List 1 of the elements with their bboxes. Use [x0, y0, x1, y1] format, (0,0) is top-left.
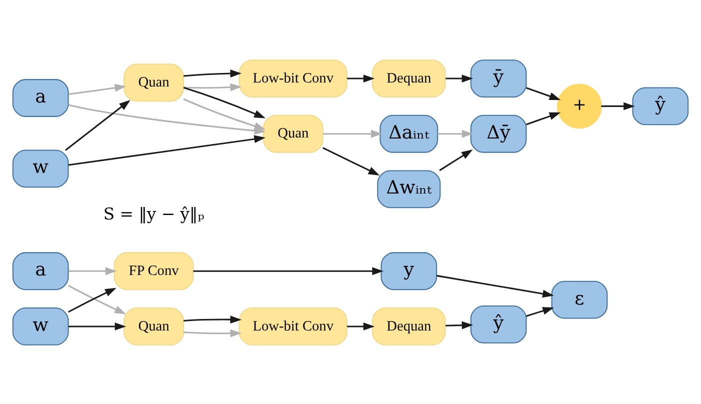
label: S = ‖y − ŷ‖ₚ: [103, 204, 204, 224]
